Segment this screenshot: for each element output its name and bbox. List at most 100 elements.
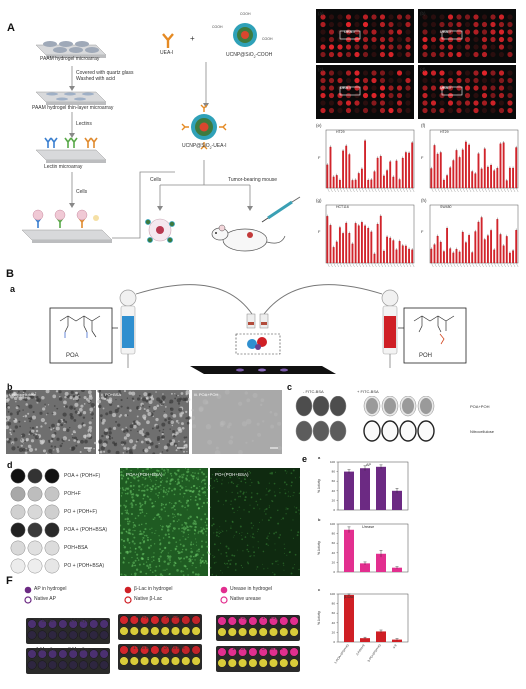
sem-grain — [244, 391, 248, 395]
fluor-speck — [220, 542, 222, 544]
spot — [362, 51, 369, 58]
spot — [337, 70, 343, 76]
spot — [320, 44, 326, 50]
fluor-speck — [177, 550, 179, 553]
sem-grain — [83, 395, 87, 400]
fluor-speck — [230, 481, 233, 484]
ucnp-cooh-label: UCNP@SiO2-COOH — [226, 52, 273, 59]
tick-mark — [377, 187, 380, 193]
fluor-speck — [215, 561, 217, 563]
fluor-speck — [275, 560, 277, 563]
fluor-speck — [225, 551, 228, 554]
sem-grain — [273, 412, 278, 417]
tick-mark — [494, 262, 497, 268]
spot — [345, 36, 352, 43]
fluor-speck — [255, 568, 257, 570]
spot — [498, 51, 505, 58]
fluor-speck — [231, 491, 233, 493]
fluor-speck — [128, 561, 130, 564]
sem-grain — [126, 406, 130, 410]
sem-grain — [155, 391, 157, 393]
sem-grain — [238, 449, 243, 454]
y-tick-label: 80 — [332, 470, 336, 474]
sem-grain — [78, 396, 81, 399]
sem-grain — [158, 442, 160, 445]
sem-grain — [62, 418, 66, 422]
spot — [447, 107, 454, 114]
fluor-speck — [125, 474, 128, 477]
spot — [362, 14, 369, 20]
fluor-speck — [120, 470, 123, 474]
stability-well — [99, 630, 109, 640]
spot — [405, 44, 411, 50]
sem-grain — [148, 405, 151, 408]
tick-mark — [465, 187, 469, 193]
fluor-speck — [197, 472, 200, 475]
fluor-speck — [249, 472, 252, 474]
stability-well — [99, 660, 109, 670]
fitc-row2-label: Nitrocellulose — [470, 429, 495, 434]
spot — [362, 100, 369, 106]
fluor-speck — [172, 519, 175, 523]
sem-grain — [93, 447, 95, 450]
sem-grain — [105, 435, 110, 439]
fluor-speck — [163, 546, 167, 550]
lectin-bar — [512, 167, 514, 188]
fluor-speck — [190, 525, 193, 528]
tick-mark — [408, 187, 412, 193]
fluor-speck — [204, 560, 208, 563]
stability-well — [248, 616, 258, 626]
fluor-speck — [142, 533, 144, 535]
sem-grain — [72, 398, 75, 401]
fluor-speck — [289, 495, 291, 498]
sem-grain — [51, 412, 54, 415]
fluor-speck — [131, 556, 133, 559]
fluor-speck — [127, 522, 130, 525]
sem-grain — [126, 433, 130, 438]
lectin-bar — [338, 179, 341, 188]
spot — [320, 100, 326, 106]
sem-grain — [137, 430, 139, 432]
fluor-speck — [299, 513, 300, 515]
spot — [481, 21, 488, 28]
lectin-bar — [508, 167, 511, 188]
fitc-row1-label: POA+POH — [470, 404, 490, 409]
fluor-speck — [181, 548, 184, 551]
sem-grain — [136, 397, 141, 401]
sem-grain — [185, 436, 188, 439]
spot — [422, 44, 428, 50]
sem-grain — [51, 423, 55, 428]
spot — [362, 29, 369, 35]
fluor-speck — [230, 503, 232, 505]
fluor-speck — [190, 541, 193, 543]
fluor-speck — [202, 532, 205, 535]
tick-mark — [462, 187, 465, 193]
fluor-speck — [167, 468, 170, 471]
fluor-speck — [191, 475, 194, 478]
fluor-speck — [205, 527, 208, 530]
fluor-speck — [240, 564, 243, 567]
fluor-speck — [217, 500, 220, 502]
stability-well — [37, 660, 47, 670]
tick-mark — [390, 262, 393, 268]
sem-grain — [129, 439, 134, 444]
spot — [456, 70, 462, 76]
stability-well — [289, 616, 299, 626]
binding-wells — [10, 468, 60, 574]
fluor-speck — [134, 564, 137, 567]
spot — [422, 51, 428, 58]
lectin-bar — [345, 222, 348, 263]
fluor-speck — [275, 531, 277, 534]
fluor-speck — [142, 530, 145, 533]
sem-grain — [33, 433, 36, 437]
sem-grain — [186, 421, 190, 425]
fluor-speck — [135, 503, 137, 506]
fluor-speck — [127, 478, 130, 480]
sem-grain — [166, 443, 171, 447]
sem-grain — [245, 441, 248, 444]
fluor-speck — [155, 565, 158, 568]
fluor-speck — [227, 566, 229, 569]
lectin-bar — [404, 245, 407, 263]
fluor-speck — [144, 515, 146, 517]
spot — [456, 14, 462, 20]
